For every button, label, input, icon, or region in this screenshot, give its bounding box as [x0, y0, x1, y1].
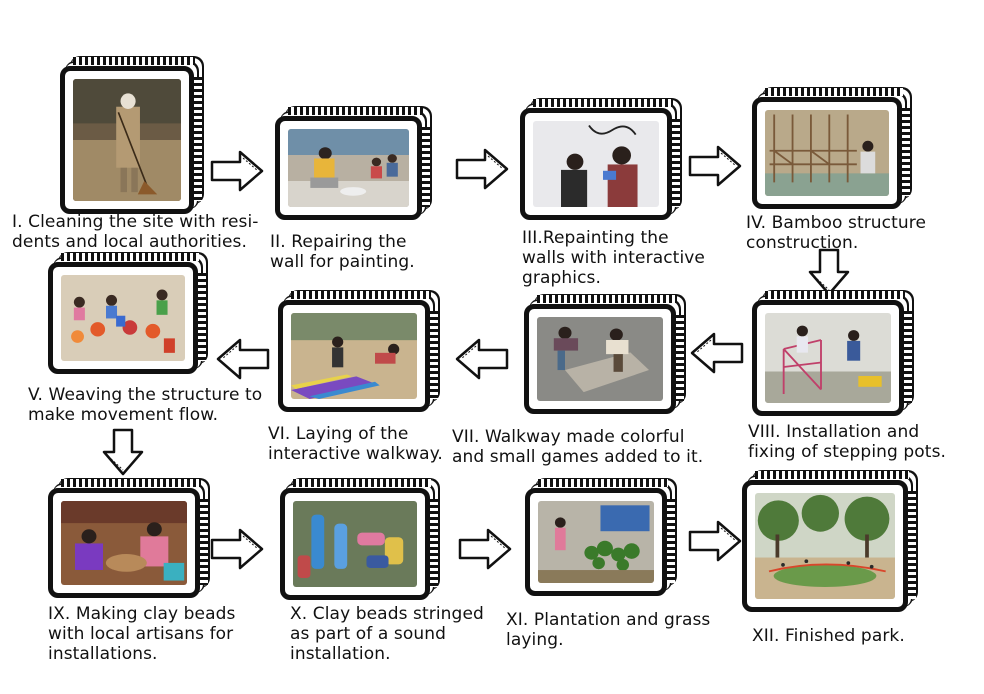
step-6-caption: VI. Laying of the interactive walkway. [268, 424, 443, 464]
step-8-caption: VIII. Installation and fixing of steppin… [748, 422, 947, 462]
step-2-caption: II. Repairing the wall for painting. [270, 232, 415, 272]
right-arrow-icon [688, 145, 742, 187]
step-10-caption: X. Clay beads stringed as part of a soun… [290, 604, 484, 664]
left-arrow-icon [690, 332, 744, 374]
step-1-frame [60, 57, 202, 214]
colorful-walkway-photo [537, 317, 663, 401]
right-arrow-icon [210, 528, 264, 570]
step-4-caption: IV. Bamboo structure construction. [746, 213, 927, 253]
step-10-frame [280, 479, 438, 600]
man-sweeping-photo [73, 79, 181, 201]
step-4-frame [752, 88, 910, 209]
down-arrow-icon [102, 428, 144, 476]
left-arrow-icon [455, 338, 509, 380]
left-arrow-icon [216, 338, 270, 380]
right-arrow-icon [455, 148, 509, 190]
step-9-caption: IX. Making clay beads with local artisan… [48, 604, 236, 664]
bamboo-structure-photo [765, 110, 889, 196]
right-arrow-icon [458, 528, 512, 570]
sound-installation-photo [293, 501, 417, 587]
right-arrow-icon [210, 150, 264, 192]
right-arrow-icon [688, 520, 742, 562]
step-12-frame [742, 471, 916, 612]
painting-walls-photo [533, 121, 659, 207]
step-11-caption: XI. Plantation and grass laying. [506, 610, 711, 650]
step-1-caption: I. Cleaning the site with resi- dents an… [12, 212, 259, 252]
step-8-frame [752, 291, 912, 416]
weaving-structure-photo [61, 275, 185, 361]
step-3-frame [520, 99, 680, 220]
step-5-frame [48, 253, 206, 374]
step-2-frame [275, 107, 430, 220]
finished-park-photo [755, 493, 895, 599]
clay-beads-photo [61, 501, 187, 585]
stepping-pots-photo [765, 313, 891, 403]
step-12-caption: XII. Finished park. [752, 626, 905, 646]
down-arrow-icon [808, 248, 850, 296]
step-9-frame [48, 479, 208, 598]
repairing-wall-photo [288, 129, 409, 207]
laying-walkway-photo [291, 313, 417, 399]
plantation-photo [538, 501, 654, 583]
step-6-frame [278, 291, 438, 412]
step-11-frame [525, 479, 675, 596]
step-5-caption: V. Weaving the structure to make movemen… [28, 385, 263, 425]
step-3-caption: III.Repainting the walls with interactiv… [522, 228, 705, 288]
step-7-caption: VII. Walkway made colorful and small gam… [452, 427, 704, 467]
step-7-frame [524, 295, 684, 414]
